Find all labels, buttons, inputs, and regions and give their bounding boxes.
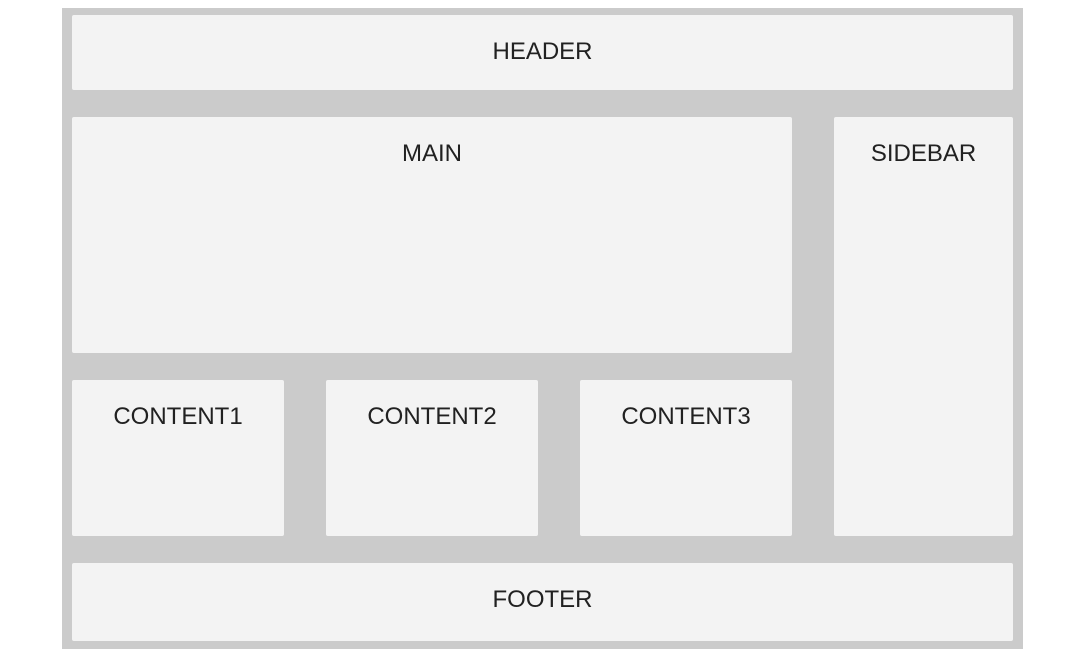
content3-label: CONTENT3 <box>621 403 751 430</box>
content2-label: CONTENT2 <box>367 403 497 430</box>
sidebar-label: SIDEBAR <box>870 140 977 167</box>
main-label: MAIN <box>402 140 462 167</box>
content1-panel: CONTENT1 <box>72 380 284 536</box>
footer-panel: FOOTER <box>72 563 1013 641</box>
content3-panel: CONTENT3 <box>580 380 792 536</box>
sidebar-panel: SIDEBAR <box>834 117 1013 536</box>
content1-label: CONTENT1 <box>113 403 243 430</box>
grid-layout-container: HEADER MAIN SIDEBAR CONTENT1 CONTENT2 CO… <box>62 8 1023 649</box>
main-panel: MAIN <box>72 117 792 353</box>
footer-label: FOOTER <box>492 586 593 613</box>
header-panel: HEADER <box>72 15 1013 90</box>
header-label: HEADER <box>492 38 593 65</box>
content2-panel: CONTENT2 <box>326 380 538 536</box>
